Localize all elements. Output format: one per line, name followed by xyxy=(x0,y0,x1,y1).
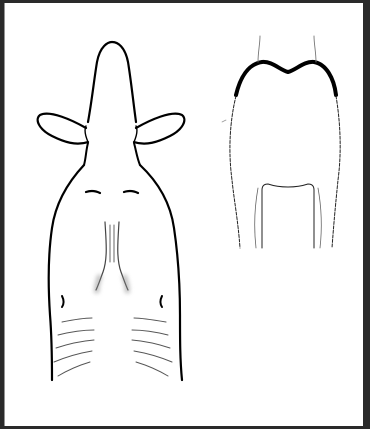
outer-border xyxy=(2,2,369,428)
figure-frame xyxy=(0,0,370,429)
figure-svg xyxy=(0,0,370,429)
